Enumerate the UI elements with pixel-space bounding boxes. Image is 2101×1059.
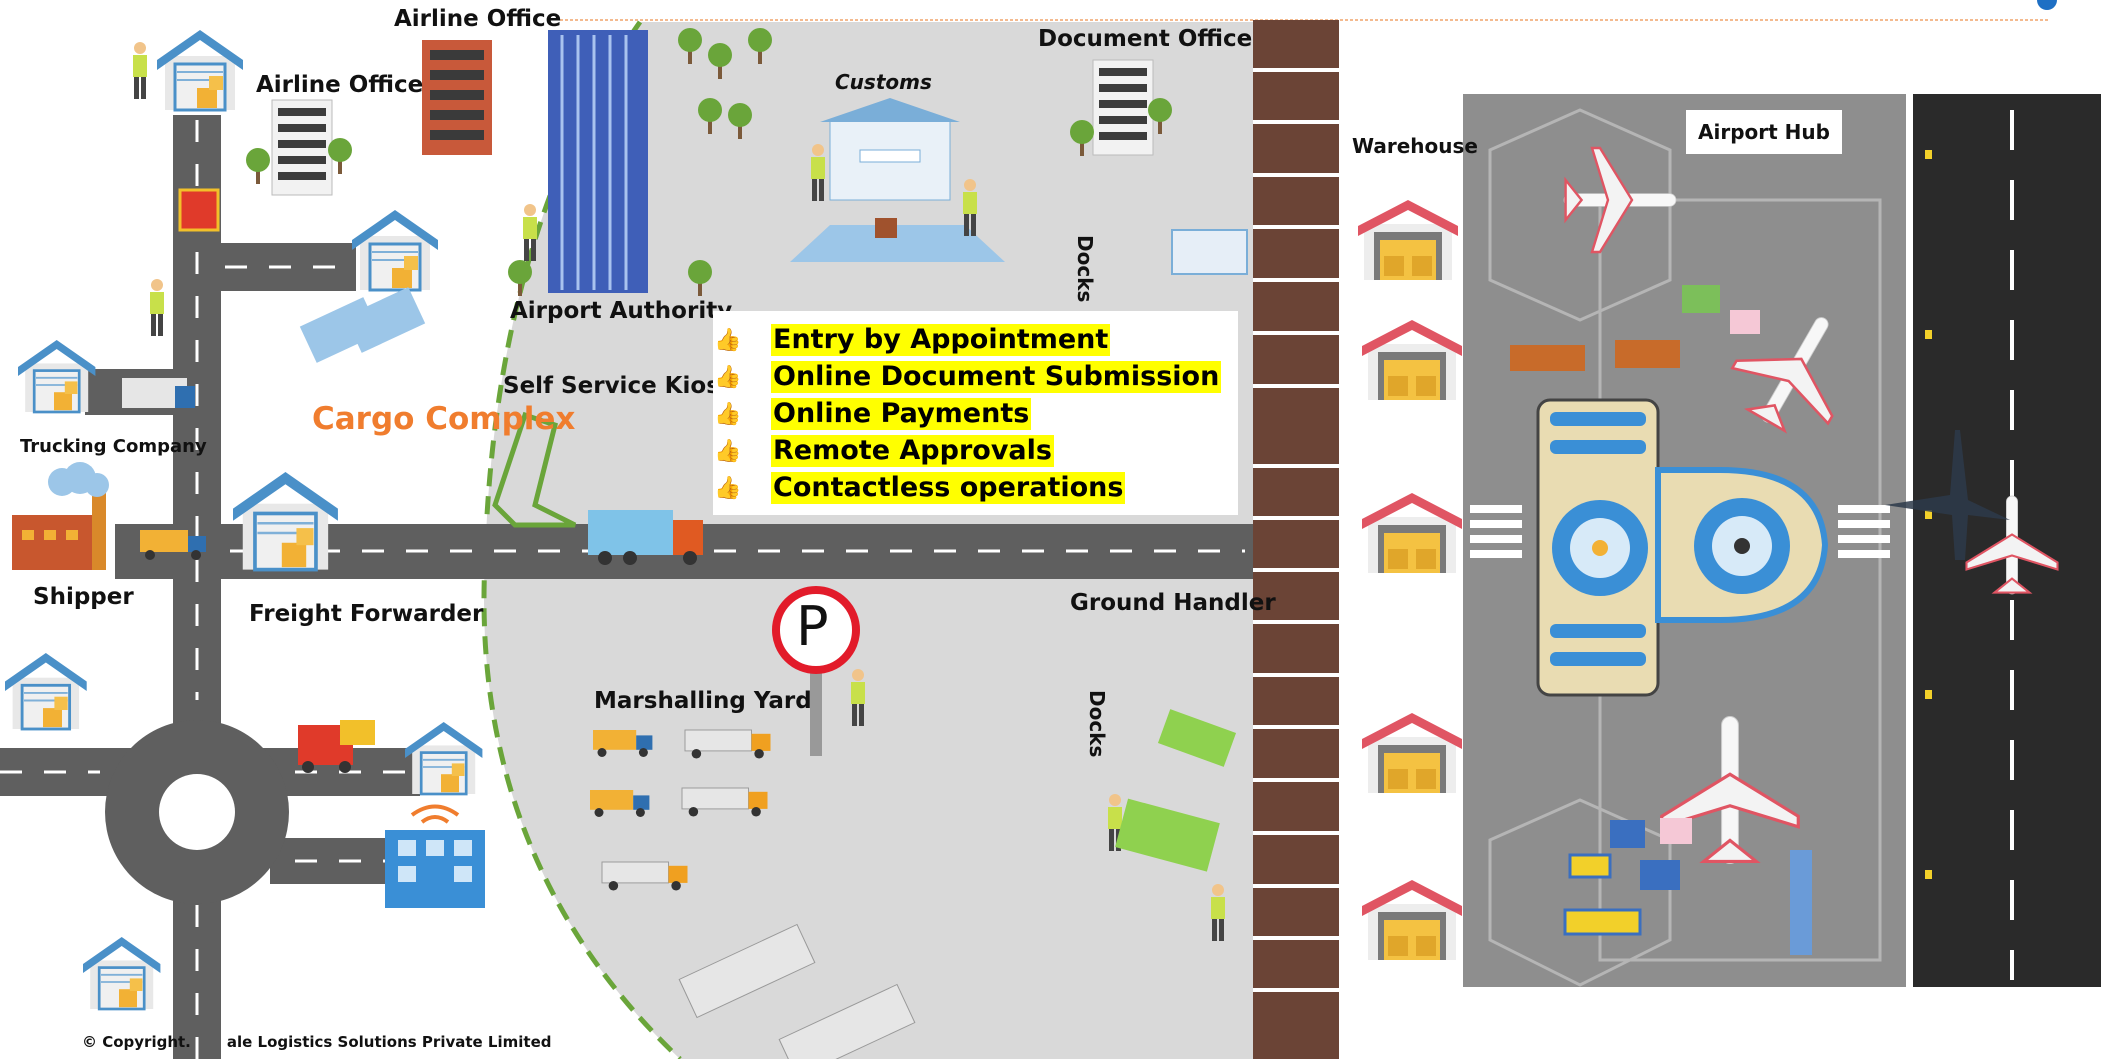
parking-sign-icon: P bbox=[796, 595, 829, 658]
benefit-item: 👍 Entry by Appointment bbox=[713, 323, 1111, 357]
label-airport-hub: Airport Hub bbox=[1698, 120, 1830, 144]
benefits-panel: 👍 Entry by Appointment 👍 Online Document… bbox=[713, 311, 1238, 515]
label-ground-handler: Ground Handler bbox=[1070, 590, 1276, 616]
label-freight-forwarder: Freight Forwarder bbox=[249, 601, 484, 627]
thumbs-up-icon: 👍 bbox=[714, 438, 742, 463]
label-self-service-kiosk: Self Service Kiosk bbox=[503, 373, 736, 399]
label-docks-bottom: Docks bbox=[1085, 690, 1109, 758]
label-marshalling-yard: Marshalling Yard bbox=[594, 688, 812, 714]
thumbs-up-icon: 👍 bbox=[714, 401, 742, 426]
label-document-office: Document Office bbox=[1038, 26, 1253, 52]
thumbs-up-icon: 👍 bbox=[714, 475, 742, 500]
label-airline-office-left: Airline Office bbox=[256, 72, 424, 98]
benefit-text: Remote Approvals bbox=[771, 435, 1054, 467]
thumbs-up-icon: 👍 bbox=[714, 327, 742, 352]
label-airline-office-top: Airline Office bbox=[394, 6, 562, 32]
benefit-item: 👍 Online Payments bbox=[713, 397, 1032, 431]
label-shipper: Shipper bbox=[33, 584, 134, 610]
airport-hub-box: Airport Hub bbox=[1686, 110, 1842, 154]
benefit-text: Entry by Appointment bbox=[771, 324, 1111, 356]
benefit-item: 👍 Contactless operations bbox=[713, 471, 1126, 505]
copyright-prefix: © Copyright. bbox=[82, 1033, 191, 1051]
benefit-item: 👍 Remote Approvals bbox=[713, 434, 1054, 468]
label-airport-authority: Airport Authority bbox=[510, 298, 733, 324]
benefit-text: Online Payments bbox=[771, 398, 1032, 430]
benefit-text: Online Document Submission bbox=[771, 361, 1222, 393]
benefit-text: Contactless operations bbox=[771, 472, 1126, 504]
thumbs-up-icon: 👍 bbox=[714, 364, 742, 389]
label-docks-top: Docks bbox=[1073, 235, 1097, 303]
label-customs: Customs bbox=[835, 70, 932, 94]
label-warehouse: Warehouse bbox=[1352, 134, 1478, 158]
copyright-text: © Copyright. ale Logistics Solutions Priv… bbox=[82, 1035, 551, 1050]
label-cargo-complex: Cargo Complex bbox=[312, 401, 576, 437]
label-trucking-company: Trucking Company bbox=[20, 436, 207, 457]
copyright-company: ale Logistics Solutions Private Limited bbox=[226, 1033, 552, 1051]
benefit-item: 👍 Online Document Submission bbox=[713, 360, 1222, 394]
